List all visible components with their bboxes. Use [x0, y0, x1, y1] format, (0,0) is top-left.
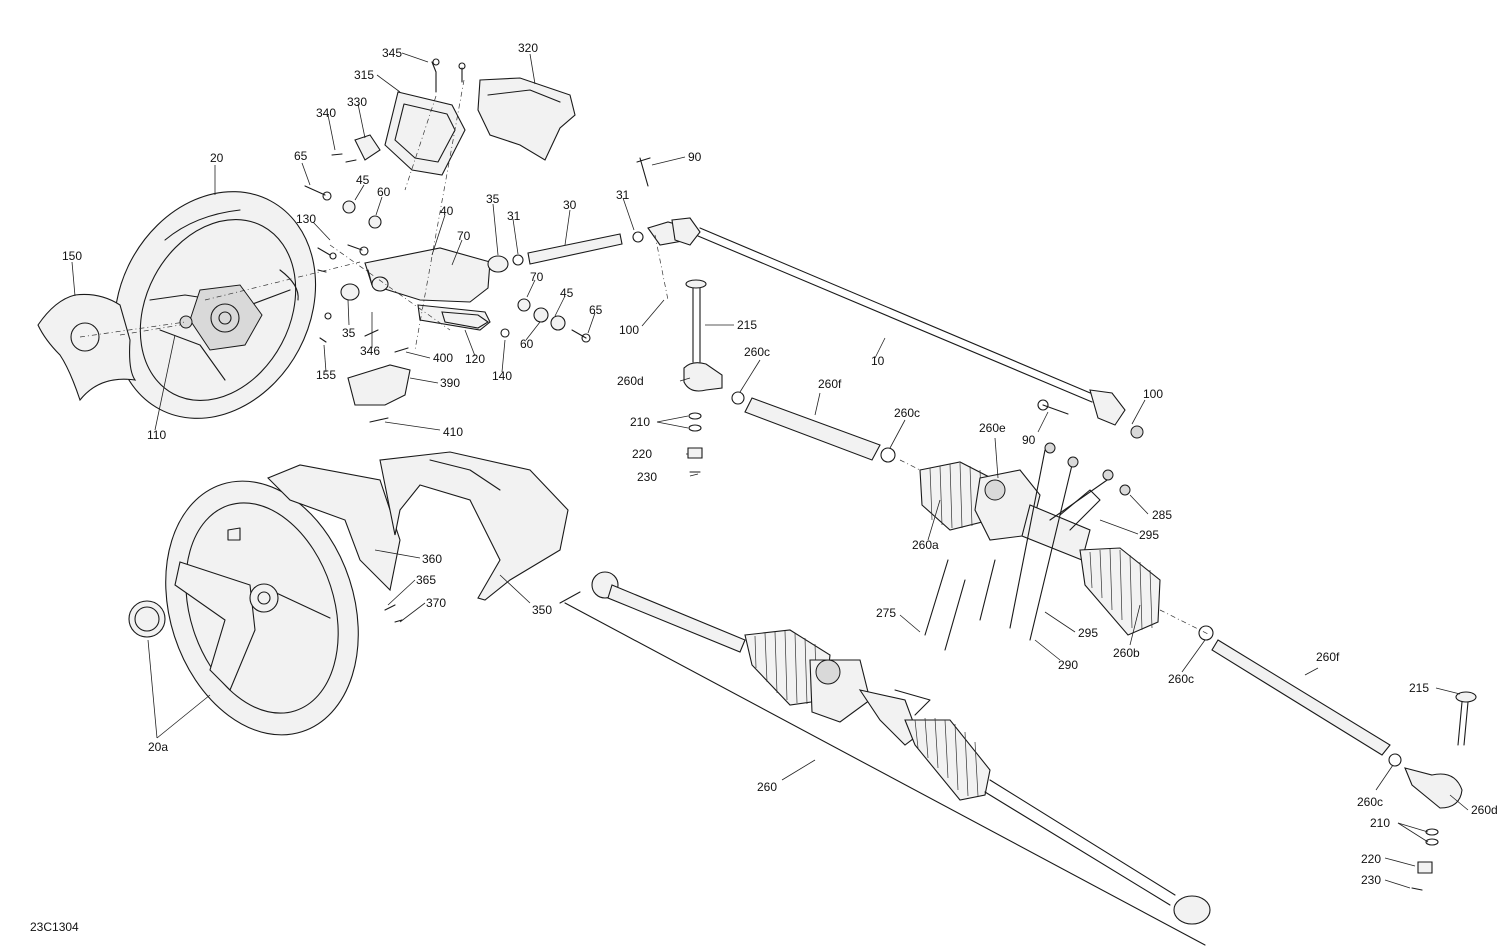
leader-lines	[71, 52, 1469, 889]
callout-295-upper: 295	[1139, 528, 1159, 542]
callout-260e: 260e	[979, 421, 1006, 435]
tie-rod-end-right	[1388, 691, 1477, 891]
callout-100-right: 100	[1143, 387, 1163, 401]
tie-rod-end-left	[683, 279, 896, 473]
callout-345: 345	[382, 46, 402, 60]
intermediate-shaft	[671, 217, 1144, 439]
callout-10: 10	[871, 354, 885, 368]
alignment-lines	[79, 79, 669, 351]
callout-90: 90	[688, 150, 702, 164]
callout-390: 390	[440, 376, 460, 390]
callout-215: 215	[737, 318, 757, 332]
steering-rack-assembled	[559, 571, 1211, 946]
hub-screws	[179, 244, 369, 343]
callout-20: 20	[210, 151, 224, 165]
bushings-right	[441, 298, 591, 343]
callout-260c-left: 260c	[744, 345, 770, 359]
callout-100: 100	[619, 323, 639, 337]
callout-60: 60	[377, 185, 391, 199]
callout-346: 346	[360, 344, 380, 358]
callout-20a: 20a	[148, 740, 168, 754]
callout-260a: 260a	[912, 538, 939, 552]
horn-pad	[37, 293, 137, 402]
callout-260: 260	[757, 780, 777, 794]
callout-210-right: 210	[1370, 816, 1390, 830]
callout-370: 370	[426, 596, 446, 610]
callout-275: 275	[876, 606, 896, 620]
callout-285: 285	[1152, 508, 1172, 522]
callout-315: 315	[354, 68, 374, 82]
callout-290: 290	[1058, 658, 1078, 672]
callout-35-lower: 35	[342, 326, 356, 340]
callout-230-left: 230	[637, 470, 657, 484]
callout-230-right: 230	[1361, 873, 1381, 887]
callout-260c-mid: 260c	[894, 406, 920, 420]
callout-31: 31	[616, 188, 630, 202]
callout-60-lower: 60	[520, 337, 534, 351]
callout-40: 40	[440, 204, 454, 218]
callout-260f-right: 260f	[1316, 650, 1340, 664]
callout-155: 155	[316, 368, 336, 382]
callout-70: 70	[457, 229, 471, 243]
callout-260d-right: 260d	[1471, 803, 1498, 817]
callout-410: 410	[443, 425, 463, 439]
callout-45-right: 45	[560, 286, 574, 300]
callout-70-right: 70	[530, 270, 544, 284]
callout-260b: 260b	[1113, 646, 1140, 660]
steering-rack-exploded	[899, 442, 1391, 756]
callout-110: 110	[147, 428, 166, 442]
callout-30: 30	[563, 198, 577, 212]
steering-column-bracket	[304, 185, 491, 331]
callout-360: 360	[422, 552, 442, 566]
callout-220-left: 220	[632, 447, 652, 461]
steering-wheel-upper	[113, 191, 317, 419]
diagram-code: 23C1304	[30, 920, 79, 934]
display-housing	[331, 58, 576, 176]
callout-130: 130	[296, 212, 316, 226]
callout-295-lower: 295	[1078, 626, 1098, 640]
steering-wheel-lower	[128, 480, 359, 736]
callout-31-lower: 31	[507, 209, 521, 223]
lower-bracket	[347, 329, 411, 423]
callout-260c-right: 260c	[1168, 672, 1194, 686]
callout-320: 320	[518, 41, 538, 55]
callout-350: 350	[532, 603, 552, 617]
callout-140: 140	[492, 369, 512, 383]
callout-150: 150	[62, 249, 82, 263]
callout-260d-left: 260d	[617, 374, 644, 388]
callout-365: 365	[416, 573, 436, 587]
callout-330: 330	[347, 95, 367, 109]
callout-65: 65	[294, 149, 308, 163]
callout-120: 120	[465, 352, 485, 366]
callout-90-lower: 90	[1022, 433, 1036, 447]
callout-400: 400	[433, 351, 453, 365]
callout-45: 45	[356, 173, 370, 187]
callout-35: 35	[486, 192, 500, 206]
callout-220-right: 220	[1361, 852, 1381, 866]
callout-260f-left: 260f	[818, 377, 842, 391]
callout-215-right: 215	[1409, 681, 1429, 695]
callout-260c-far-right: 260c	[1357, 795, 1383, 809]
callout-65-right: 65	[589, 303, 603, 317]
callout-210-left: 210	[630, 415, 650, 429]
callout-labels: 345 320 315 330 340 20 65 45 60 90 31 35…	[62, 41, 1498, 887]
callout-340: 340	[316, 106, 336, 120]
lower-shroud	[267, 451, 569, 623]
